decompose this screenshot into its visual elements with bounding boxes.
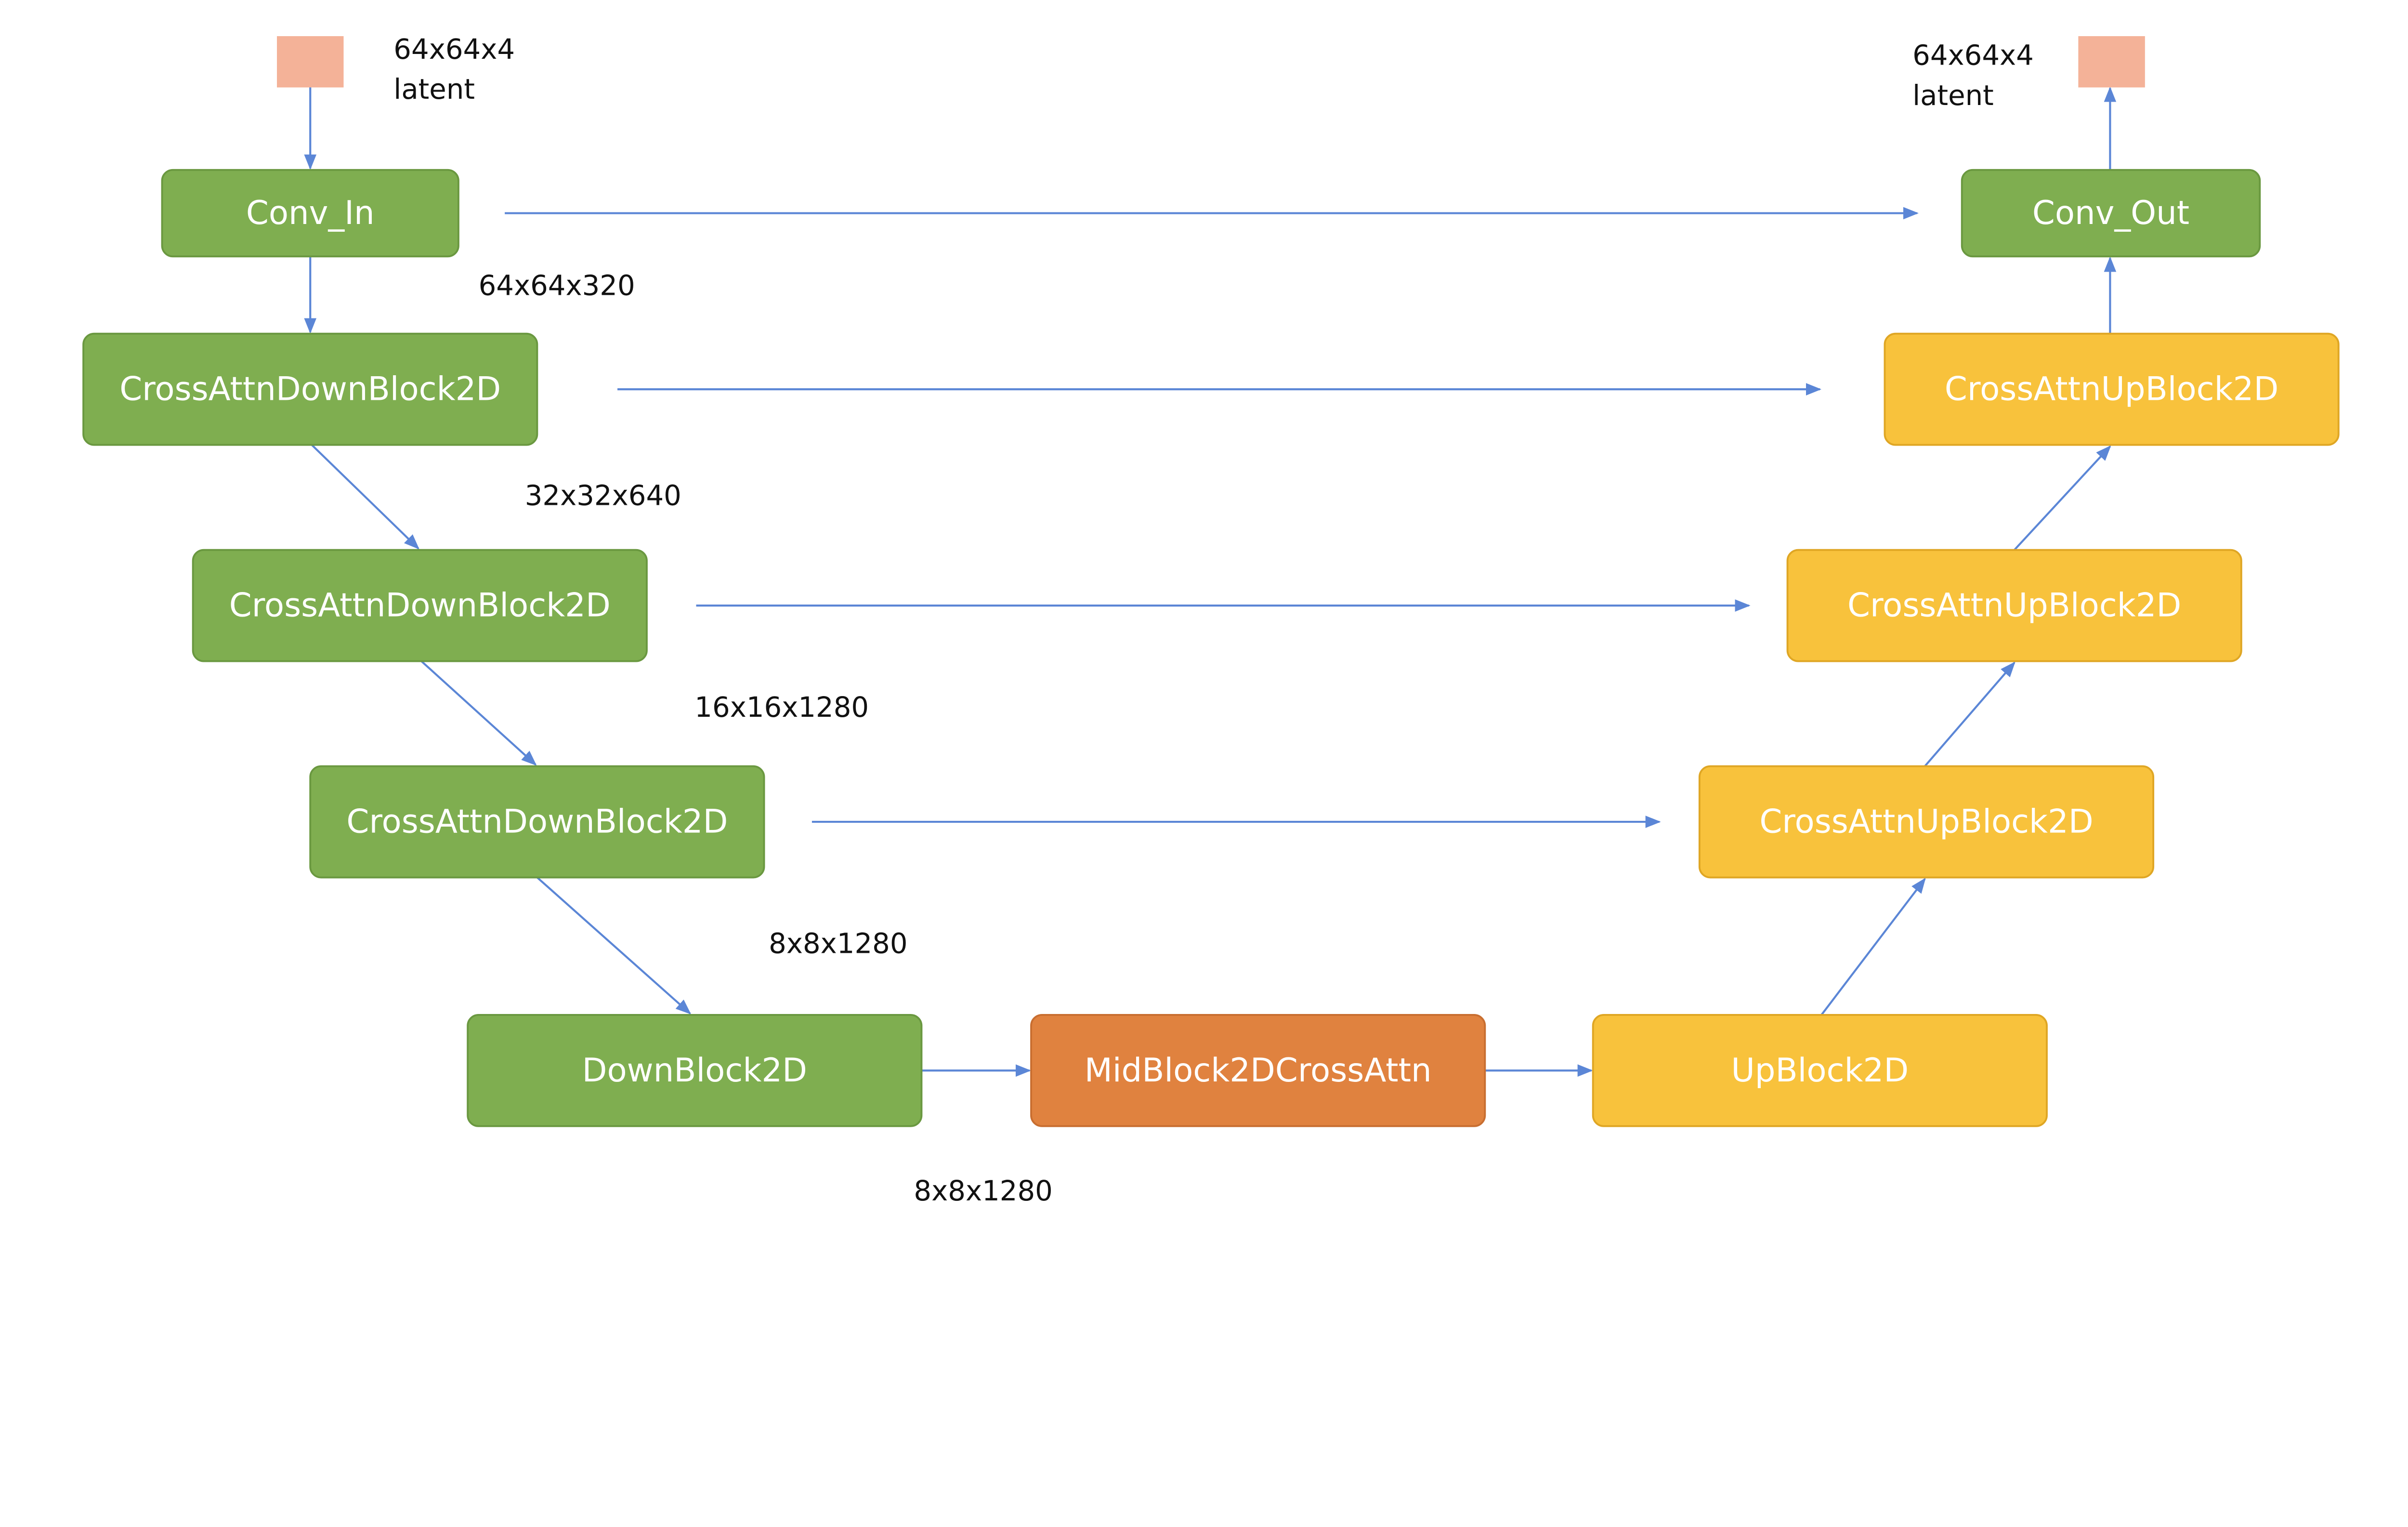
latent-out-shape-label: 64x64x4 [1912, 39, 2034, 72]
down-block-block: DownBlock2D [467, 1014, 923, 1127]
up-block-block: UpBlock2D [1592, 1014, 2048, 1127]
cross-attn-up-block-2-label: CrossAttnUpBlock2D [1847, 587, 2181, 624]
cross-attn-down-block-1-box [82, 332, 538, 446]
cross-attn-up-block-2-box [1786, 549, 2242, 662]
cross-attn-up-block-1-block: CrossAttnUpBlock2D [1884, 332, 2340, 446]
cross-attn-down-block-3-block: CrossAttnDownBlock2D [309, 765, 765, 879]
latent-out-square [2078, 36, 2145, 88]
cross-attn-down-block-1-label: CrossAttnDownBlock2D [119, 370, 501, 408]
down3-shape-label: 8x8x1280 [769, 927, 907, 960]
down-block-label: DownBlock2D [582, 1052, 807, 1089]
latent-in-name-label: latent [393, 73, 475, 105]
mid-block-label: MidBlock2DCrossAttn [1085, 1052, 1432, 1089]
cross-attn-down-block-2-block: CrossAttnDownBlock2D [192, 549, 648, 662]
mid-shape-label: 8x8x1280 [914, 1174, 1052, 1207]
cross-attn-down-block-3-box [309, 765, 765, 879]
conv-in-shape-label: 64x64x320 [479, 269, 635, 302]
cross-attn-down-block-2-box [192, 549, 648, 662]
up3-to-up2-arrow [1924, 661, 2015, 767]
conv-in-label: Conv_In [246, 194, 375, 232]
down3-to-downblock-arrow [537, 876, 692, 1014]
conv-in-block: Conv_In [161, 169, 459, 258]
cross-attn-up-block-3-box [1698, 765, 2155, 879]
down1-to-down2-arrow [311, 444, 419, 550]
up-block-box [1592, 1014, 2048, 1127]
latent-in-box [277, 36, 344, 88]
latent-in-square [277, 36, 344, 88]
down2-shape-label: 16x16x1280 [694, 691, 869, 724]
conv-in-box [161, 169, 459, 258]
cross-attn-up-block-1-label: CrossAttnUpBlock2D [1945, 370, 2278, 408]
up2-to-up1-arrow [2014, 445, 2111, 551]
conv-out-box [1961, 169, 2261, 258]
mid-block-box [1030, 1014, 1486, 1127]
latent-out-name-label: latent [1912, 79, 1994, 112]
up-block-label: UpBlock2D [1731, 1052, 1909, 1089]
down-block-box [467, 1014, 923, 1127]
down1-shape-label: 32x32x640 [525, 479, 681, 512]
cross-attn-down-block-2-label: CrossAttnDownBlock2D [229, 587, 611, 624]
upblock-to-up3-arrow [1820, 878, 1926, 1016]
mid-block-block: MidBlock2DCrossAttn [1030, 1014, 1486, 1127]
cross-attn-down-block-1-block: CrossAttnDownBlock2D [82, 332, 538, 446]
cross-attn-down-block-3-label: CrossAttnDownBlock2D [346, 803, 728, 841]
cross-attn-up-block-3-block: CrossAttnUpBlock2D [1698, 765, 2155, 879]
down2-to-down3-arrow [420, 660, 537, 766]
conv-out-label: Conv_Out [2032, 194, 2189, 232]
cross-attn-up-block-2-block: CrossAttnUpBlock2D [1786, 549, 2242, 662]
conv-out-block: Conv_Out [1961, 169, 2261, 258]
cross-attn-up-block-1-box [1884, 332, 2340, 446]
latent-out-box [2078, 36, 2145, 88]
cross-attn-up-block-3-label: CrossAttnUpBlock2D [1759, 803, 2093, 841]
latent-in-shape-label: 64x64x4 [393, 33, 515, 66]
